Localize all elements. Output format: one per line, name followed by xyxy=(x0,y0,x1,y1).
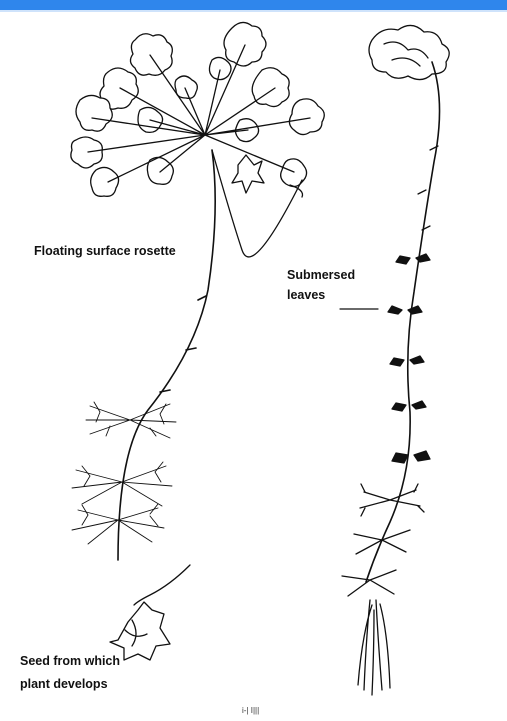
seed-label-line2: plant develops xyxy=(20,676,108,693)
right-plant xyxy=(342,25,449,695)
seed-label-line1: Seed from which xyxy=(20,653,120,670)
left-stem xyxy=(118,150,215,560)
floating-rosette xyxy=(71,22,324,256)
floating-rosette-label: Floating surface rosette xyxy=(34,243,176,260)
figure-caption-fragment: i-| I||| xyxy=(242,706,259,717)
submersed-label-line2: leaves xyxy=(287,287,325,304)
submersed-label-line1: Submersed xyxy=(287,267,355,284)
seed xyxy=(110,565,190,660)
